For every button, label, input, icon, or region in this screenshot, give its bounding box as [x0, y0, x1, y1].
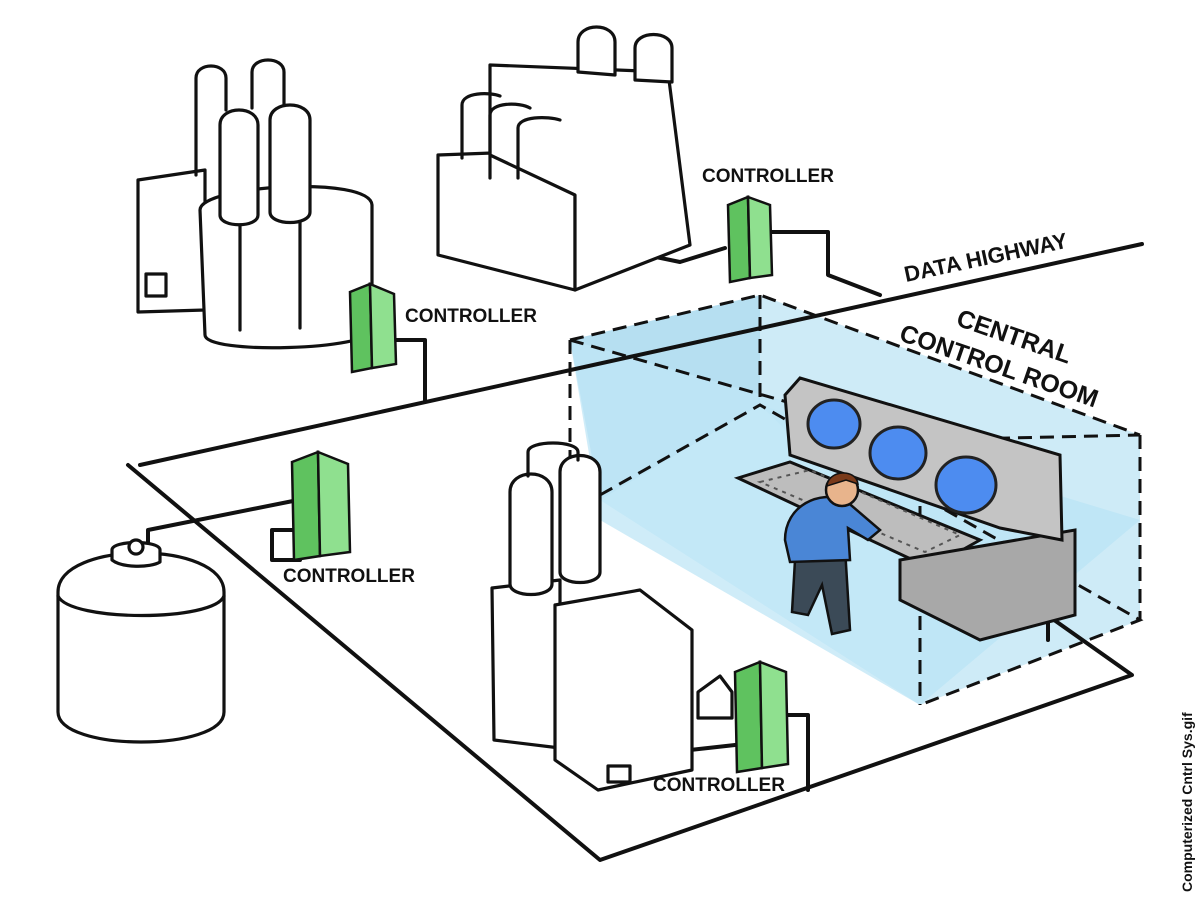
wiring — [126, 230, 1144, 862]
label-controller-top: CONTROLLER — [702, 166, 834, 187]
column-pipe-a — [194, 64, 228, 177]
tank-valve — [127, 538, 145, 556]
storage-tank — [56, 538, 226, 744]
tank-pipe-3 — [516, 116, 562, 180]
reactor-base — [553, 588, 694, 792]
controller-bottom — [733, 660, 790, 774]
controller-left — [290, 450, 352, 562]
reactor-base-left — [490, 578, 562, 750]
controller-bottom-side — [758, 660, 790, 770]
reactor-pipe — [526, 441, 580, 478]
controller-top-side — [746, 195, 774, 280]
tank-body — [56, 551, 226, 744]
data-highway-line — [138, 242, 1144, 467]
room-edge-top-back — [569, 293, 1141, 437]
console-screen-1 — [806, 398, 862, 450]
reactor-hatch — [606, 764, 632, 784]
controller-mid-front — [348, 282, 374, 374]
wire-left-controller-drop — [270, 528, 302, 562]
operator-legs — [790, 546, 852, 636]
wire-bottom-controller — [778, 713, 810, 792]
column-right — [268, 103, 312, 224]
wire-top-controller — [768, 230, 882, 297]
label-controller-mid: CONTROLLER — [405, 306, 537, 327]
controller-mid-side — [368, 282, 398, 370]
controller-top — [726, 195, 774, 284]
operator-figure — [783, 472, 882, 636]
reactor-vessel-1 — [508, 472, 554, 596]
unit-hatch — [144, 272, 168, 298]
room-edge-floor — [599, 403, 1144, 707]
column-left — [218, 108, 260, 227]
reactor-vessel-2 — [558, 453, 602, 584]
process-unit-columns — [136, 58, 374, 350]
controller-left-side — [316, 450, 352, 558]
controller-top-front — [726, 195, 752, 284]
tank-rim — [56, 594, 226, 618]
tank-cap-2 — [633, 33, 674, 84]
reactor-side-box — [696, 674, 734, 720]
process-unit-tanks — [436, 25, 692, 292]
column-pipe-b — [250, 58, 286, 110]
console-screen-2 — [868, 425, 928, 481]
controller-left-front — [290, 450, 322, 562]
process-unit-reactor — [490, 441, 734, 792]
floor-loop — [126, 463, 1134, 862]
operator-hair — [826, 472, 859, 488]
image-caption: Computerized Cntrl Sys.gif — [1179, 712, 1195, 892]
wire-mid-controller — [390, 338, 427, 402]
tank-pipe-1 — [460, 92, 502, 160]
wire-left-controller — [146, 498, 300, 550]
console-screen-3 — [934, 455, 998, 515]
controller-mid — [348, 282, 398, 374]
tank-cap-1 — [576, 25, 617, 77]
label-controller-left: CONTROLLER — [283, 566, 415, 587]
controller-bottom-front — [733, 660, 764, 774]
tank-pipe-2 — [488, 102, 532, 180]
label-controller-bottom: CONTROLLER — [653, 775, 785, 796]
